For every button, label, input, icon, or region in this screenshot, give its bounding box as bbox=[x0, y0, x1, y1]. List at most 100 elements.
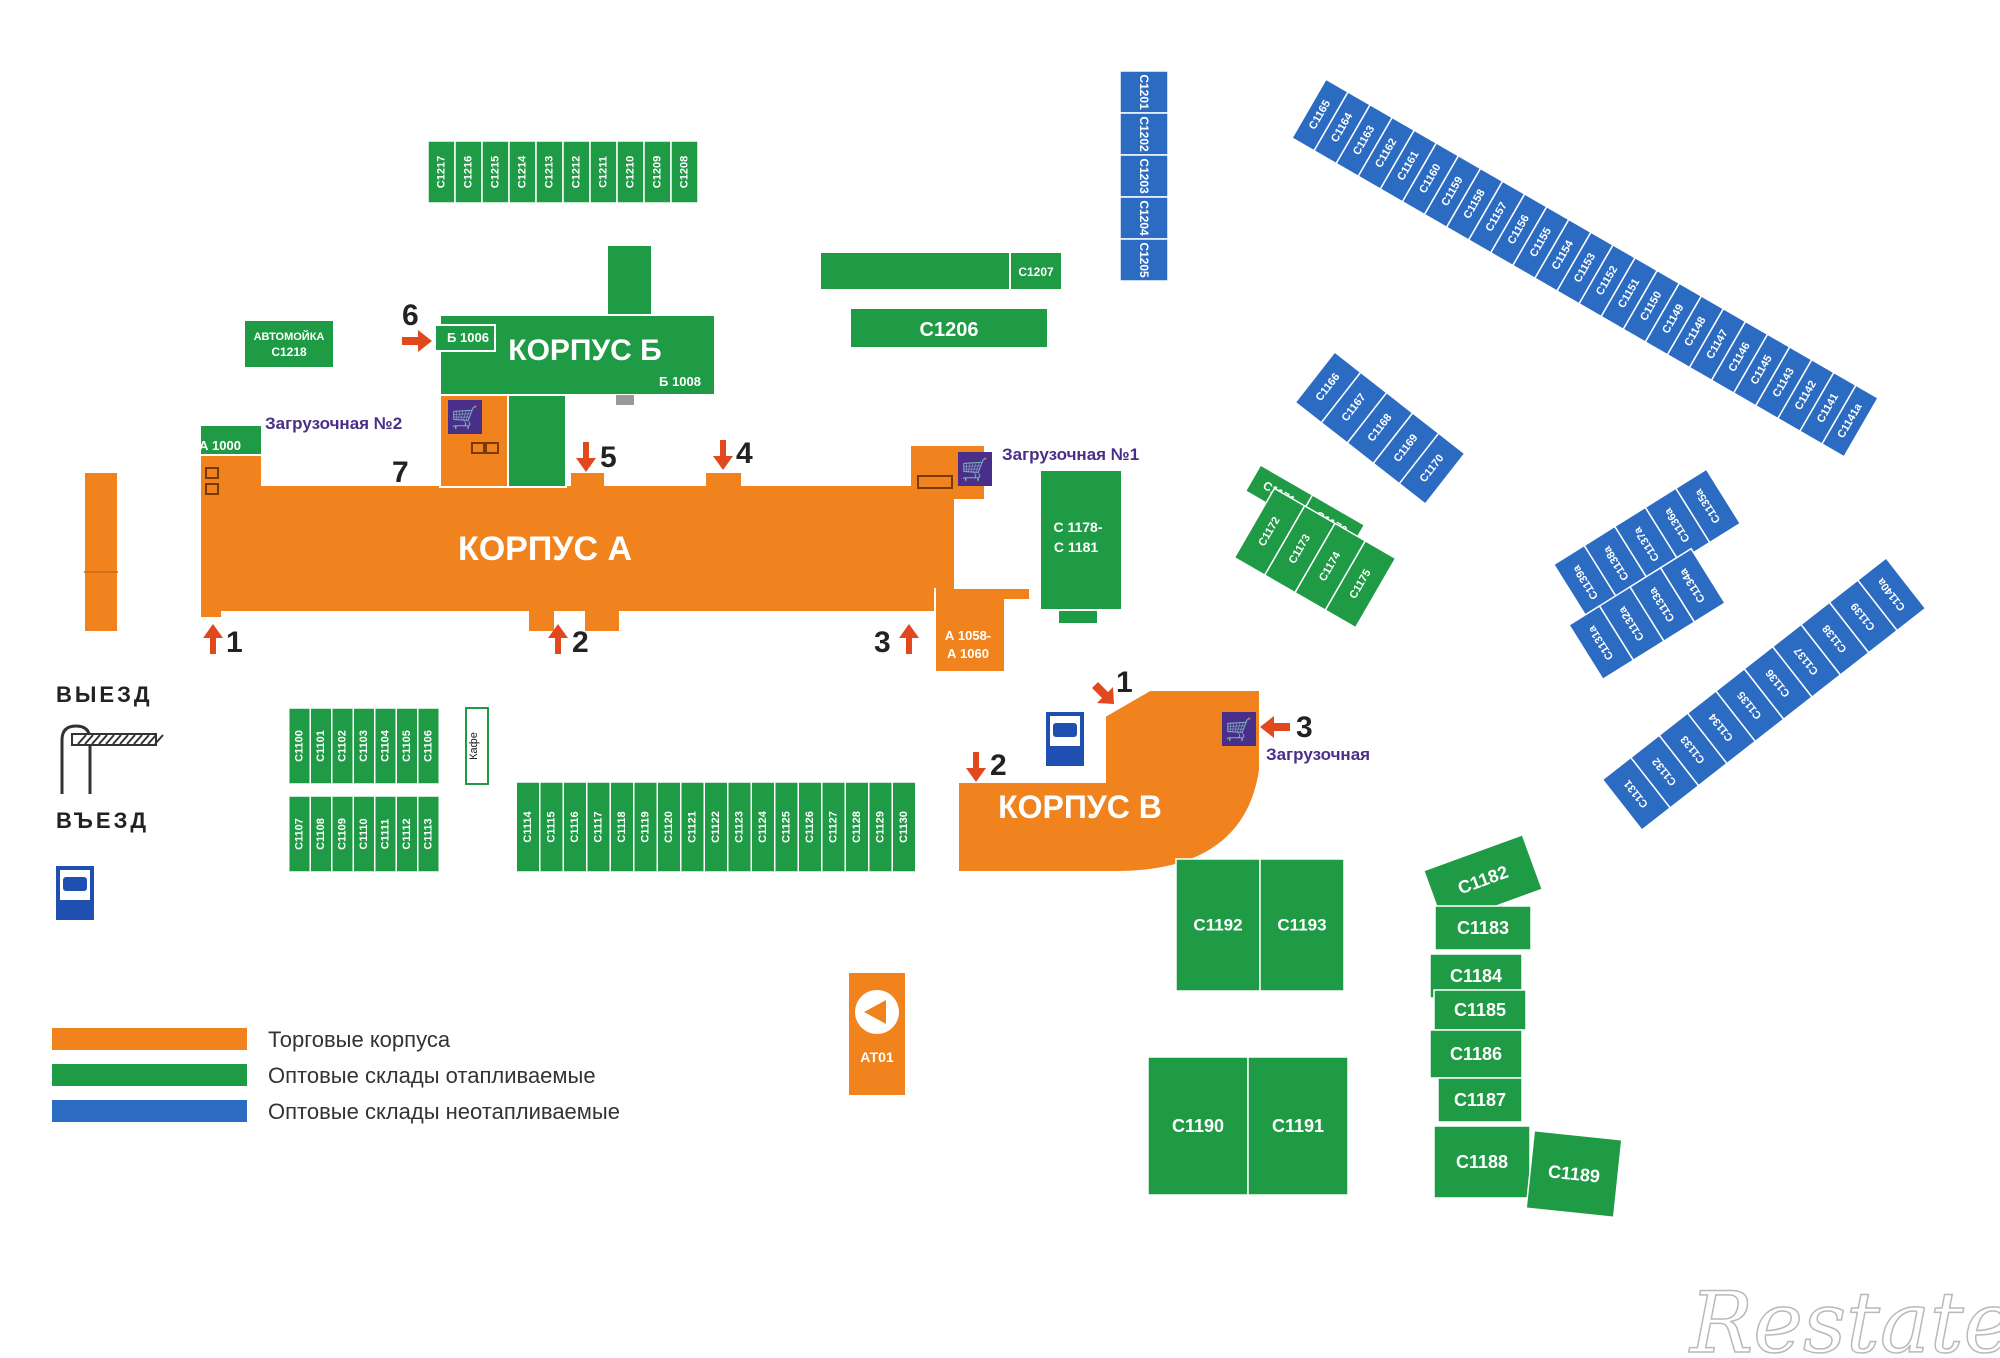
warehouse-unit[interactable]: С1174 bbox=[1293, 522, 1367, 612]
unit-a1000[interactable] bbox=[199, 424, 263, 456]
warehouse-unit[interactable]: С1102 bbox=[331, 707, 354, 785]
warehouse-unit[interactable]: С1183 bbox=[1434, 905, 1532, 951]
warehouse-unit[interactable]: С1112 bbox=[395, 795, 419, 873]
warehouse-unit[interactable]: С1118 bbox=[609, 781, 635, 873]
unit-c1207[interactable]: С1207 bbox=[819, 251, 1063, 291]
bus-stop-left[interactable] bbox=[56, 866, 94, 920]
warehouse-unit[interactable]: С1107 bbox=[288, 795, 311, 873]
warehouse-unit[interactable]: С1187 bbox=[1437, 1077, 1523, 1123]
warehouse-unit[interactable]: С1132 bbox=[1629, 734, 1700, 809]
warehouse-unit[interactable]: С1215 bbox=[481, 140, 510, 204]
cafe[interactable]: Кафе bbox=[465, 707, 489, 785]
bus-stop-v[interactable] bbox=[1046, 712, 1084, 766]
unit-b1006[interactable] bbox=[434, 324, 496, 352]
warehouse-unit[interactable]: С1119 bbox=[633, 781, 658, 873]
warehouse-unit[interactable]: С1170 bbox=[1398, 432, 1466, 506]
warehouse-unit[interactable]: С1109 bbox=[331, 795, 354, 873]
warehouse-unit[interactable]: С1134 bbox=[1686, 689, 1757, 765]
building-v[interactable]: КОРПУС В bbox=[957, 689, 1261, 873]
warehouse-unit[interactable]: С1114 bbox=[515, 781, 541, 873]
warehouse-unit[interactable]: С1128 bbox=[844, 781, 870, 873]
warehouse-unit[interactable]: С1137 bbox=[1771, 623, 1842, 699]
warehouse-unit[interactable]: С1204 bbox=[1119, 196, 1169, 240]
warehouse-unit[interactable]: С1150 bbox=[1622, 269, 1681, 344]
warehouse-unit[interactable]: С1153 bbox=[1555, 231, 1615, 305]
warehouse-unit[interactable]: С1134а bbox=[1659, 547, 1727, 624]
warehouse-unit[interactable]: С1122 bbox=[703, 781, 729, 873]
unit-c1178-c1181[interactable]: С 1178- С 1181 bbox=[1039, 469, 1123, 625]
loading-v[interactable]: 🛒 Загрузочная bbox=[1222, 712, 1370, 764]
warehouse-unit[interactable]: С1182 bbox=[1422, 833, 1544, 927]
warehouse-unit[interactable]: С1129 bbox=[868, 781, 893, 873]
warehouse-unit[interactable]: С1188 bbox=[1433, 1125, 1531, 1199]
warehouse-unit[interactable]: С1124 bbox=[750, 781, 776, 873]
loading-no2[interactable]: 🛒 Загрузочная №2 bbox=[265, 400, 482, 434]
warehouse-unit[interactable]: С1167 bbox=[1320, 371, 1388, 445]
building-b-wing[interactable] bbox=[507, 394, 567, 488]
orange-block-left[interactable] bbox=[83, 471, 119, 633]
warehouse-unit[interactable]: С1120 bbox=[656, 781, 682, 873]
warehouse-unit[interactable]: С1108 bbox=[309, 795, 333, 873]
warehouse-unit[interactable]: С1127 bbox=[821, 781, 846, 873]
warehouse-unit[interactable]: С1110 bbox=[352, 795, 376, 873]
warehouse-unit[interactable]: С1162 bbox=[1357, 116, 1416, 191]
warehouse-unit[interactable]: С1216 bbox=[454, 140, 483, 204]
building-a[interactable]: КОРПУС А А 1000 А 1058- А 1060 bbox=[199, 424, 1031, 673]
warehouse-unit[interactable]: С1168 bbox=[1346, 391, 1414, 465]
warehouse-unit[interactable]: С1131 bbox=[1601, 756, 1672, 832]
warehouse-unit[interactable]: С1125 bbox=[774, 781, 799, 873]
warehouse-unit[interactable]: С1100 bbox=[288, 707, 311, 785]
warehouse-unit[interactable]: С1210 bbox=[616, 140, 645, 204]
warehouse-unit[interactable]: С1126 bbox=[797, 781, 823, 873]
warehouse-unit[interactable]: С1104 bbox=[374, 707, 397, 785]
warehouse-unit[interactable]: С1173 bbox=[1263, 504, 1337, 594]
building-b-annex[interactable] bbox=[606, 244, 653, 316]
warehouse-unit[interactable]: С1139 bbox=[1828, 579, 1899, 654]
warehouse-unit[interactable]: С1202 bbox=[1119, 112, 1169, 156]
warehouse-unit[interactable]: С1135а bbox=[1674, 468, 1742, 544]
warehouse-unit[interactable]: С1133а bbox=[1629, 566, 1696, 643]
warehouse-unit[interactable]: С1208 bbox=[670, 140, 699, 204]
warehouse-unit[interactable]: С1214 bbox=[508, 140, 537, 204]
warehouse-unit[interactable]: С1161 bbox=[1379, 129, 1438, 203]
unit-c1206[interactable]: С1206 bbox=[849, 307, 1049, 349]
warehouse-unit[interactable]: С1193 bbox=[1259, 858, 1345, 992]
warehouse-unit[interactable]: С1111 bbox=[374, 795, 397, 873]
warehouse-unit[interactable]: С1201 bbox=[1119, 70, 1169, 114]
warehouse-unit[interactable]: С1192 bbox=[1175, 858, 1261, 992]
warehouse-unit[interactable]: С1163 bbox=[1335, 103, 1394, 178]
warehouse-unit[interactable]: С1143 bbox=[1754, 345, 1813, 420]
warehouse-unit[interactable]: С1103 bbox=[352, 707, 376, 785]
warehouse-unit[interactable]: С1211 bbox=[589, 140, 618, 204]
warehouse-unit[interactable]: С1138а bbox=[1583, 525, 1650, 601]
warehouse-unit[interactable]: С1203 bbox=[1119, 154, 1169, 198]
warehouse-unit[interactable]: С1130 bbox=[891, 781, 917, 873]
loading-no1[interactable]: 🛒 Загрузочная №1 bbox=[958, 445, 1139, 486]
warehouse-unit[interactable]: С1116 bbox=[562, 781, 588, 873]
warehouse-unit[interactable]: С1140а bbox=[1856, 556, 1927, 632]
warehouse-unit[interactable]: С1101 bbox=[309, 707, 333, 785]
warehouse-unit[interactable]: С1166 bbox=[1294, 350, 1362, 424]
warehouse-unit[interactable]: С1186 bbox=[1429, 1029, 1523, 1079]
warehouse-unit[interactable]: С1123 bbox=[727, 781, 752, 873]
warehouse-unit[interactable]: С1190 bbox=[1147, 1056, 1249, 1196]
warehouse-unit[interactable]: С1131а bbox=[1567, 604, 1635, 681]
warehouse-unit[interactable]: С1185 bbox=[1433, 989, 1527, 1031]
unit-at01[interactable]: АТ01 bbox=[847, 971, 907, 1097]
warehouse-unit[interactable]: С1115 bbox=[539, 781, 564, 873]
warehouse-unit[interactable]: С1105 bbox=[395, 707, 419, 785]
building-b[interactable]: Б 1006 КОРПУС Б Б 1008 bbox=[434, 244, 716, 488]
warehouse-unit[interactable]: С1139а bbox=[1552, 544, 1620, 620]
warehouse-unit[interactable]: С1212 bbox=[562, 140, 591, 204]
warehouse-unit[interactable]: С1217 bbox=[427, 140, 456, 204]
warehouse-unit[interactable]: С1209 bbox=[643, 140, 672, 204]
warehouse-unit[interactable]: С1135 bbox=[1714, 667, 1785, 743]
warehouse-unit[interactable]: С1205 bbox=[1119, 238, 1169, 282]
warehouse-unit[interactable]: С1121 bbox=[680, 781, 705, 873]
warehouse-unit[interactable]: С1106 bbox=[417, 707, 440, 785]
warehouse-unit[interactable]: С1189 bbox=[1525, 1129, 1623, 1219]
warehouse-unit[interactable]: С1175 bbox=[1324, 539, 1397, 629]
warehouse-unit[interactable]: С1191 bbox=[1247, 1056, 1349, 1196]
warehouse-unit[interactable]: С1159 bbox=[1423, 154, 1482, 229]
car-wash[interactable]: АВТОМОЙКА С1218 bbox=[243, 319, 335, 369]
